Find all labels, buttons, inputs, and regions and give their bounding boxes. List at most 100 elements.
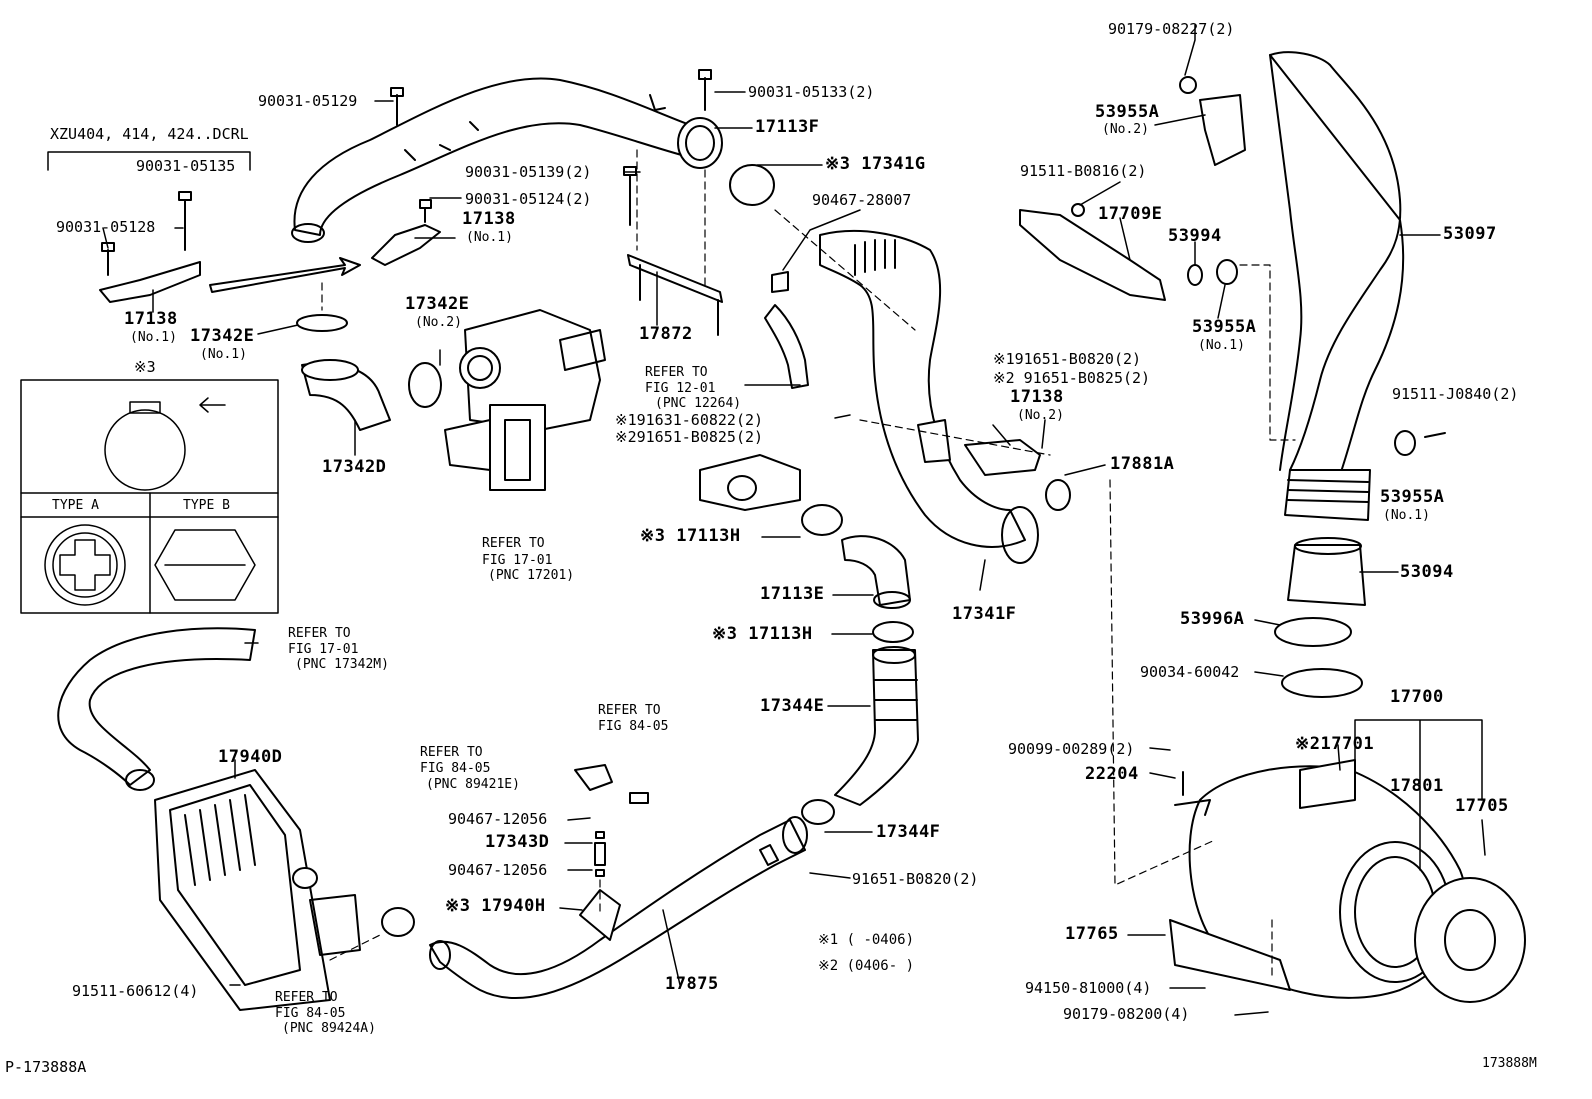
label-17342E-left: 17342E <box>190 326 255 346</box>
label-17701: ※217701 <box>1295 734 1375 754</box>
label-no1-a: (No.1) <box>1198 338 1245 353</box>
clamp-17881A <box>1045 479 1071 511</box>
label-17113H-a: ※3 17113H <box>640 526 741 546</box>
label-refer-84-05-c2: FIG 84-05 <box>275 1006 346 1021</box>
label-90099-00289: 90099-00289(2) <box>1008 740 1135 758</box>
intercooler-17940D <box>154 769 361 1011</box>
label-17344F: 17344F <box>876 822 941 842</box>
band-90034-60042 <box>1281 668 1363 698</box>
label-17113F: 17113F <box>755 117 820 137</box>
label-17138-no1-top: 17138 <box>462 209 516 229</box>
label-53996A: 53996A <box>1180 609 1245 629</box>
air-duct-53097 <box>1269 51 1405 521</box>
leader-lines <box>102 24 1486 1016</box>
label-53955A-no2: 53955A <box>1095 102 1160 122</box>
label-refer-84-05-b3: (PNC 89421E) <box>426 777 520 792</box>
label-refer-17342M-b: FIG 17-01 <box>288 642 359 657</box>
label-clamp-mark: ※3 <box>134 358 156 376</box>
label-no1-d: (No.1) <box>130 330 177 345</box>
label-17342D: 17342D <box>322 457 387 477</box>
clamp-17341G <box>729 164 775 206</box>
label-17881A: 17881A <box>1110 454 1175 474</box>
bracket-17872 <box>627 254 723 336</box>
label-17341G: ※3 17341G <box>825 154 926 174</box>
label-17113H-b: ※3 17113H <box>712 624 813 644</box>
clamp-17113H-b <box>872 621 914 643</box>
label-17342E-top: 17342E <box>405 294 470 314</box>
label-90031-05129: 90031-05129 <box>258 92 358 110</box>
air-cleaner-17700 <box>1188 759 1526 1003</box>
label-applicability: XZU404, 414, 424..DCRL <box>50 125 249 143</box>
pipe-17875 <box>429 816 808 999</box>
diagram-code-left: P-173888A <box>5 1058 87 1076</box>
label-refer-17342M-c: (PNC 17342M) <box>295 657 389 672</box>
label-no1-c: (No.1) <box>466 230 513 245</box>
label-53955A-no1-a: 53955A <box>1192 317 1257 337</box>
label-17872: 17872 <box>639 324 693 344</box>
label-91511-B0816: 91511-B0816(2) <box>1020 162 1147 180</box>
label-90179-08200: 90179-08200(4) <box>1063 1005 1190 1023</box>
label-22204: 22204 <box>1085 764 1139 784</box>
sensor-22204 <box>1174 771 1211 816</box>
note-2: ※2 (0406- ) <box>818 958 915 974</box>
gasket-53996A <box>1274 617 1352 647</box>
diagram-code-right: 173888M <box>1482 1056 1537 1071</box>
label-90031-05139: 90031-05139(2) <box>465 163 592 181</box>
duct-17341F <box>819 229 1039 564</box>
label-17875: 17875 <box>665 974 719 994</box>
applicability-bracket <box>47 151 251 171</box>
grommet-53955A-no1-b <box>1394 430 1416 456</box>
intake-pipe-upper <box>291 77 723 243</box>
label-no2-b: (No.2) <box>415 315 462 330</box>
label-17940H: ※3 17940H <box>445 896 546 916</box>
washer-53994 <box>1187 264 1203 286</box>
label-type-a: TYPE A <box>52 498 99 513</box>
bolts-upper <box>101 69 712 276</box>
label-refer-84-05-a2: FIG 84-05 <box>598 719 669 734</box>
bracket-17138-no2 <box>964 439 1041 476</box>
bracket-53955A-no2 <box>1179 76 1246 166</box>
label-17344E: 17344E <box>760 696 825 716</box>
dashed-leaders <box>321 149 1296 976</box>
label-94150-81000: 94150-81000(4) <box>1025 979 1152 997</box>
throttle-assembly <box>444 309 606 491</box>
label-refer-84-05-b2: FIG 84-05 <box>420 761 491 776</box>
label-no2-c: (No.2) <box>1017 408 1064 423</box>
label-refer-17-01-c: (PNC 17201) <box>488 568 575 583</box>
label-refer-17-01-a: REFER TO <box>482 536 545 551</box>
label-no1-b: (No.1) <box>1383 508 1430 523</box>
label-53094: 53094 <box>1400 562 1454 582</box>
label-17138-no2: 17138 <box>1010 387 1064 407</box>
clamp-17940H <box>381 907 415 937</box>
label-90031-05133: 90031-05133(2) <box>748 83 875 101</box>
clamp-17342E-no2 <box>408 362 442 408</box>
label-17700: 17700 <box>1390 687 1444 707</box>
hose-17344E <box>834 646 919 806</box>
label-type-b: TYPE B <box>183 498 230 513</box>
label-90467-12056-a: 90467-12056 <box>448 810 548 828</box>
arrow <box>209 257 361 293</box>
label-90031-05135: 90031-05135 <box>136 157 236 175</box>
clamp-detail-box <box>20 379 279 614</box>
label-17113E: 17113E <box>760 584 825 604</box>
label-no1-e: (No.1) <box>200 347 247 362</box>
label-refer-84-05-a1: REFER TO <box>598 703 661 718</box>
label-17341F: 17341F <box>952 604 1017 624</box>
fitting-91631 <box>699 454 801 511</box>
hose-90467-28007 <box>764 271 809 389</box>
label-91651-B0825-a: ※291651-B0825(2) <box>615 428 764 446</box>
label-91631-60822: ※191631-60822(2) <box>615 411 764 429</box>
label-90031-05124: 90031-05124(2) <box>465 190 592 208</box>
label-91511-60612: 91511-60612(4) <box>72 982 199 1000</box>
label-91651-B0820-b: 91651-B0820(2) <box>852 870 979 888</box>
label-91651-B0820-a: ※191651-B0820(2) <box>993 350 1142 368</box>
label-refer-84-05-c3: (PNC 89424A) <box>282 1021 376 1036</box>
label-53097: 53097 <box>1443 224 1497 244</box>
small-parts-17343D <box>574 764 649 877</box>
clamp-17344F <box>801 799 835 825</box>
label-refer-17-01-b: FIG 17-01 <box>482 553 553 568</box>
hose-17342D <box>296 314 391 431</box>
adapter-53094 <box>1287 537 1366 606</box>
